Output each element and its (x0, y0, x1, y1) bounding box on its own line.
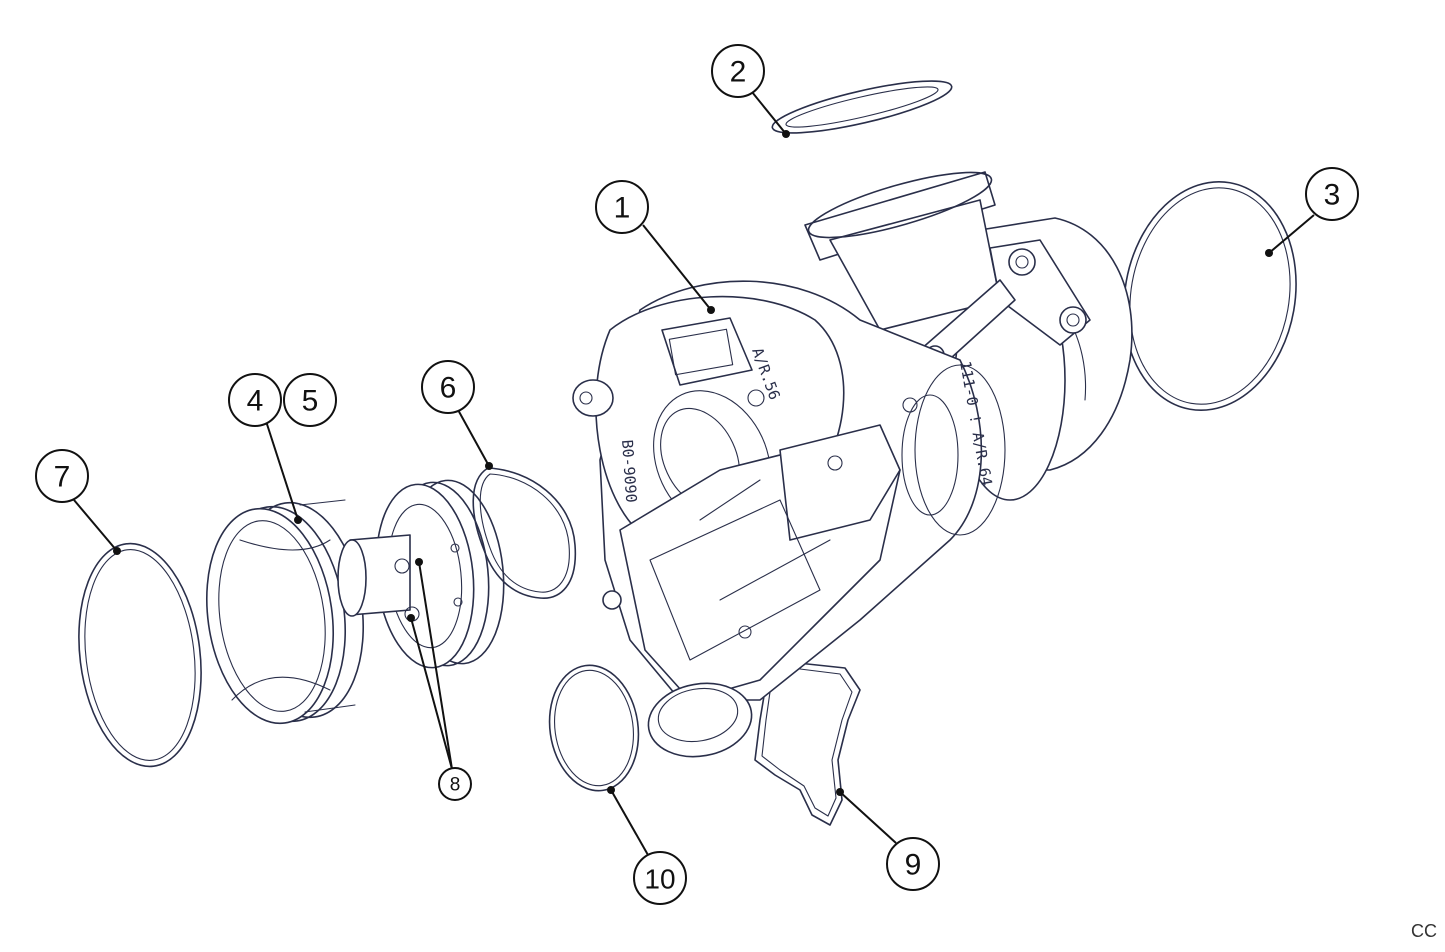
part-gasket-top (771, 80, 953, 134)
callout-7: 7 (35, 449, 89, 503)
leader-4 (264, 417, 299, 521)
leader-8b (410, 617, 453, 770)
leader-9 (839, 791, 897, 844)
leader-10 (610, 789, 649, 856)
callout-10: 10 (633, 851, 687, 905)
part-backplate (337, 479, 505, 669)
watermark-cc: CC (1411, 921, 1437, 941)
callout-3: 3 (1305, 167, 1359, 221)
svg-text:6: 6 (440, 372, 457, 405)
svg-text:3: 3 (1324, 179, 1341, 212)
part-oval-gasket (472, 467, 577, 599)
leader-1 (642, 224, 712, 311)
leader-8a (418, 561, 453, 770)
leader-3 (1268, 214, 1315, 254)
callout-8: 8 (438, 767, 472, 801)
svg-text:1: 1 (614, 192, 631, 225)
part-ring-bottom (548, 664, 640, 792)
svg-text:7: 7 (54, 461, 71, 494)
svg-text:10: 10 (644, 864, 675, 895)
callout-9: 9 (886, 837, 940, 891)
part-flange-gasket (754, 659, 861, 826)
part-turbocharger-body: A/R.56 111-0 ! A/R.64 B0-9090 (572, 171, 1133, 758)
callout-6: 6 (421, 360, 475, 414)
svg-text:4: 4 (247, 385, 264, 418)
part-compressor-cover (205, 499, 365, 725)
stamp-cast-side: B0-9090 (618, 439, 640, 503)
leader-2 (751, 91, 787, 135)
svg-text:2: 2 (730, 56, 747, 89)
part-ring-left (78, 542, 202, 768)
svg-text:9: 9 (905, 849, 922, 882)
callout-5: 5 (283, 373, 337, 427)
callout-1: 1 (595, 180, 649, 234)
leader-lines (73, 91, 1315, 856)
part-ring-right (1123, 180, 1297, 412)
svg-text:8: 8 (450, 775, 461, 796)
callout-2: 2 (711, 44, 765, 98)
svg-text:5: 5 (302, 385, 319, 418)
leader-6 (456, 407, 490, 467)
leader-7 (73, 499, 118, 552)
callout-4: 4 (228, 373, 282, 427)
